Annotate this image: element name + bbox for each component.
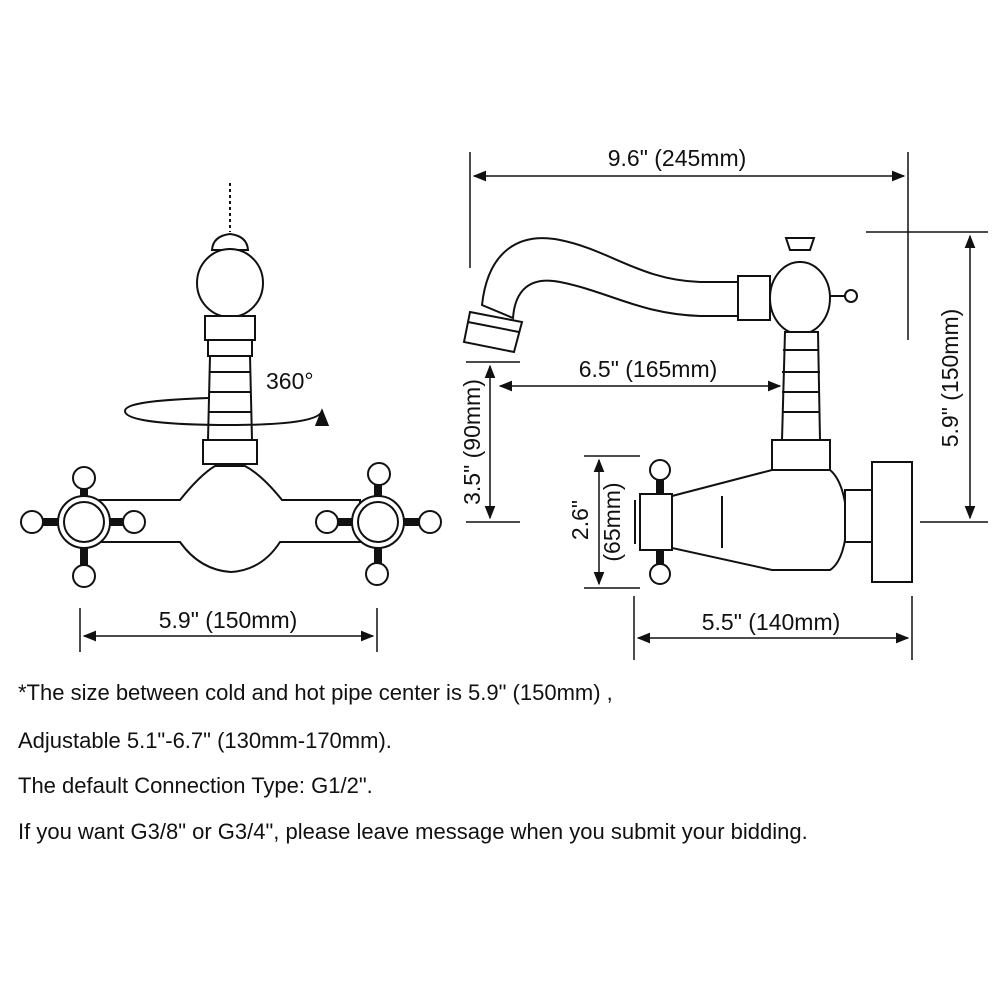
overall-length-label: 9.6" (245mm)	[608, 145, 747, 171]
overall-length-dimension	[469, 152, 909, 340]
spout-height-label: 3.5" (90mm)	[459, 379, 485, 505]
total-height-dimension	[866, 231, 988, 523]
front-width-dimension	[79, 608, 378, 652]
spout-reach-label: 6.5" (165mm)	[579, 356, 718, 382]
note-adjustable: Adjustable 5.1"-6.7" (130mm-170mm).	[18, 728, 392, 753]
note-connection-type: The default Connection Type: G1/2".	[18, 773, 373, 798]
total-height-label: 5.9" (150mm)	[937, 309, 963, 448]
wall-depth-label: 5.5" (140mm)	[702, 609, 841, 635]
note-pipe-center: *The size between cold and hot pipe cent…	[18, 680, 613, 705]
note-custom-request: If you want G3/8" or G3/4", please leave…	[18, 819, 808, 844]
body-height-in-label: 2.6"	[567, 500, 593, 540]
pipe-center-label: 5.9" (150mm)	[159, 607, 298, 633]
spout-height-dimension	[466, 361, 520, 523]
body-height-mm-label: (65mm)	[599, 482, 625, 561]
front-view-faucet	[20, 183, 442, 588]
rotation-arrow	[123, 397, 330, 427]
body-height-dimension	[584, 455, 640, 589]
wall-depth-dimension	[633, 596, 913, 660]
rotation-label: 360°	[266, 368, 314, 394]
side-view-faucet	[462, 237, 913, 585]
